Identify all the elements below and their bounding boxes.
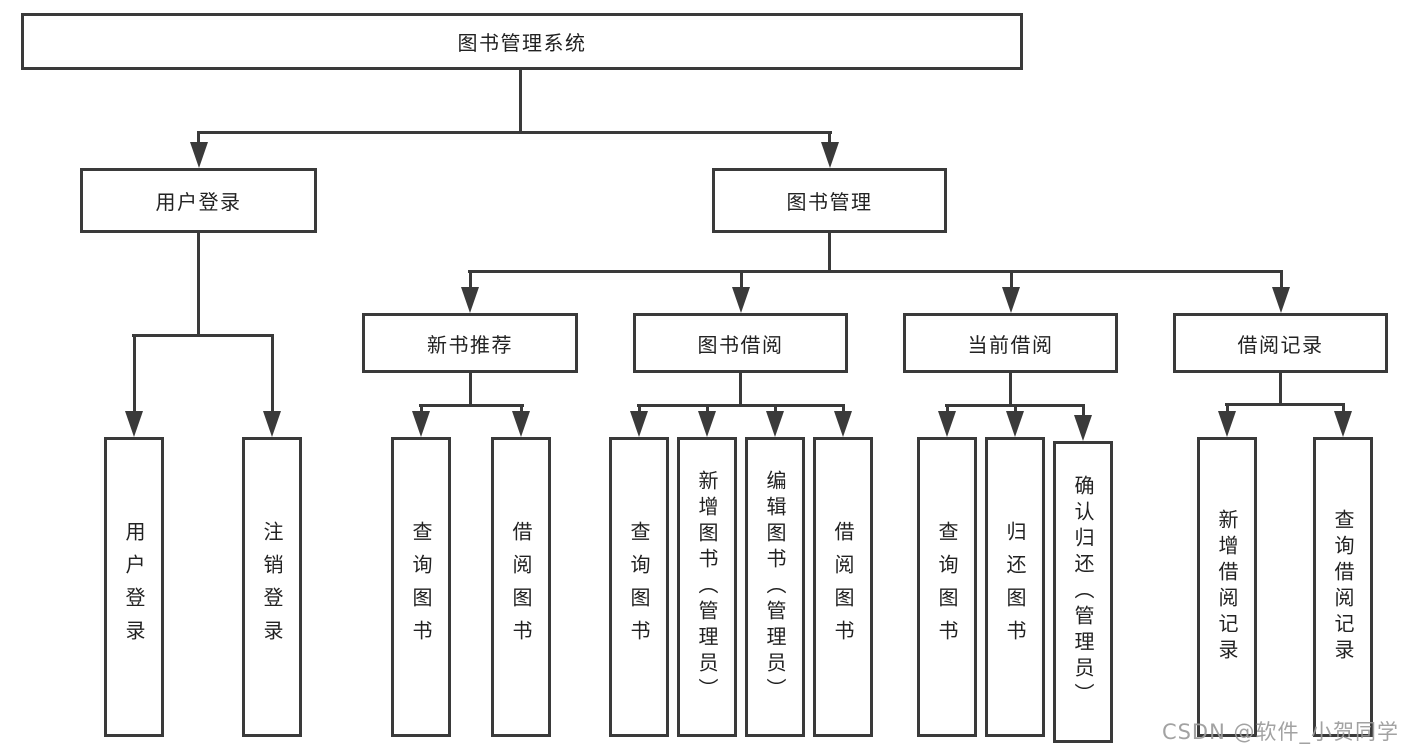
connector-shaft	[1342, 403, 1345, 411]
arrow-down	[630, 411, 648, 437]
arrow-down	[1074, 415, 1092, 441]
arrow-down	[698, 411, 716, 437]
leaf-query-book-recommend: 查询图书	[391, 437, 451, 737]
node-library-management-system: 图书管理系统	[21, 13, 1023, 70]
leaf-borrow-book-recommend: 借阅图书	[491, 437, 551, 737]
node-label: 新书推荐	[427, 332, 513, 357]
connector-line-h	[132, 334, 274, 337]
leaf-query-borrow-record: 查询借阅记录	[1313, 437, 1373, 737]
connector-shaft	[842, 404, 845, 411]
arrow-down	[1334, 411, 1352, 437]
arrow-down	[461, 287, 479, 313]
arrow-down	[263, 411, 281, 437]
connector-shaft	[271, 334, 274, 411]
node-label: 查询图书	[627, 521, 651, 653]
node-label: 查询借阅记录	[1331, 509, 1355, 665]
connector-shaft	[638, 404, 641, 411]
connector-shaft	[774, 404, 777, 411]
node-label: 查询图书	[935, 521, 959, 653]
connector-line-v	[828, 232, 831, 272]
leaf-edit-book-admin: 编辑图书（管理员）	[745, 437, 805, 737]
node-label: 图书管理系统	[457, 31, 587, 55]
node-label: 新增图书（管理员）	[695, 470, 719, 704]
connector-shaft	[469, 270, 472, 287]
node-label: 用户登录	[155, 190, 242, 214]
leaf-query-book-current: 查询图书	[917, 437, 977, 737]
node-user-login: 用户登录	[80, 168, 317, 233]
arrow-down	[821, 142, 839, 168]
arrow-down	[1272, 287, 1290, 313]
connector-shaft	[946, 404, 949, 411]
connector-shaft	[520, 404, 523, 411]
arrow-down	[512, 411, 530, 437]
node-label: 归还图书	[1003, 521, 1027, 653]
node-label: 借阅图书	[509, 521, 533, 653]
arrow-down	[1218, 411, 1236, 437]
leaf-return-book: 归还图书	[985, 437, 1045, 737]
connector-line-v	[197, 232, 200, 336]
connector-line-h	[1225, 403, 1345, 406]
leaf-add-borrow-record: 新增借阅记录	[1197, 437, 1257, 737]
node-current-borrowing: 当前借阅	[903, 313, 1118, 373]
arrow-down	[766, 411, 784, 437]
arrow-down	[125, 411, 143, 437]
connector-line-h	[637, 404, 845, 407]
connector-shaft	[1280, 270, 1283, 287]
node-label: 编辑图书（管理员）	[763, 470, 787, 704]
arrow-down	[190, 142, 208, 168]
leaf-query-book-borrowing: 查询图书	[609, 437, 669, 737]
watermark: CSDN @软件_小贺同学	[1161, 720, 1399, 744]
connector-shaft	[420, 404, 423, 411]
leaf-add-book-admin: 新增图书（管理员）	[677, 437, 737, 737]
node-label: 新增借阅记录	[1215, 509, 1239, 665]
connector-line-v	[739, 373, 742, 407]
node-book-management: 图书管理	[712, 168, 947, 233]
connector-line-h	[468, 270, 1283, 273]
connector-shaft	[828, 131, 831, 144]
node-book-borrowing: 图书借阅	[633, 313, 848, 373]
connector-shaft	[1082, 404, 1085, 415]
leaf-logout: 注销登录	[242, 437, 302, 737]
node-label: 当前借阅	[967, 332, 1054, 357]
connector-line-h	[419, 404, 524, 407]
connector-line-v	[1279, 373, 1282, 406]
connector-shaft	[1226, 403, 1229, 411]
arrow-down	[732, 287, 750, 313]
connector-shaft	[1010, 270, 1013, 287]
connector-shaft	[197, 131, 200, 144]
connector-shaft	[740, 270, 743, 287]
node-label: 确认归还（管理员）	[1071, 475, 1095, 709]
node-new-book-recommend: 新书推荐	[362, 313, 578, 373]
arrow-down	[1006, 411, 1024, 437]
node-label: 借阅图书	[831, 521, 855, 653]
node-label: 图书借阅	[697, 332, 784, 357]
node-label: 查询图书	[409, 521, 433, 653]
leaf-borrow-book: 借阅图书	[813, 437, 873, 737]
node-label: 借阅记录	[1237, 332, 1324, 357]
connector-shaft	[706, 404, 709, 411]
connector-shaft	[133, 334, 136, 411]
leaf-user-login: 用户登录	[104, 437, 164, 737]
arrow-down	[938, 411, 956, 437]
node-label: 图书管理	[786, 190, 873, 214]
connector-line-v	[469, 373, 472, 407]
connector-line-h	[198, 131, 832, 134]
connector-line-v	[1009, 373, 1012, 407]
arrow-down	[1002, 287, 1020, 313]
node-borrowing-records: 借阅记录	[1173, 313, 1388, 373]
node-label: 用户登录	[122, 521, 146, 653]
node-label: 注销登录	[260, 521, 284, 653]
arrow-down	[834, 411, 852, 437]
leaf-confirm-return-admin: 确认归还（管理员）	[1053, 441, 1113, 743]
arrow-down	[412, 411, 430, 437]
connector-shaft	[1014, 404, 1017, 411]
connector-line-v	[519, 69, 522, 132]
